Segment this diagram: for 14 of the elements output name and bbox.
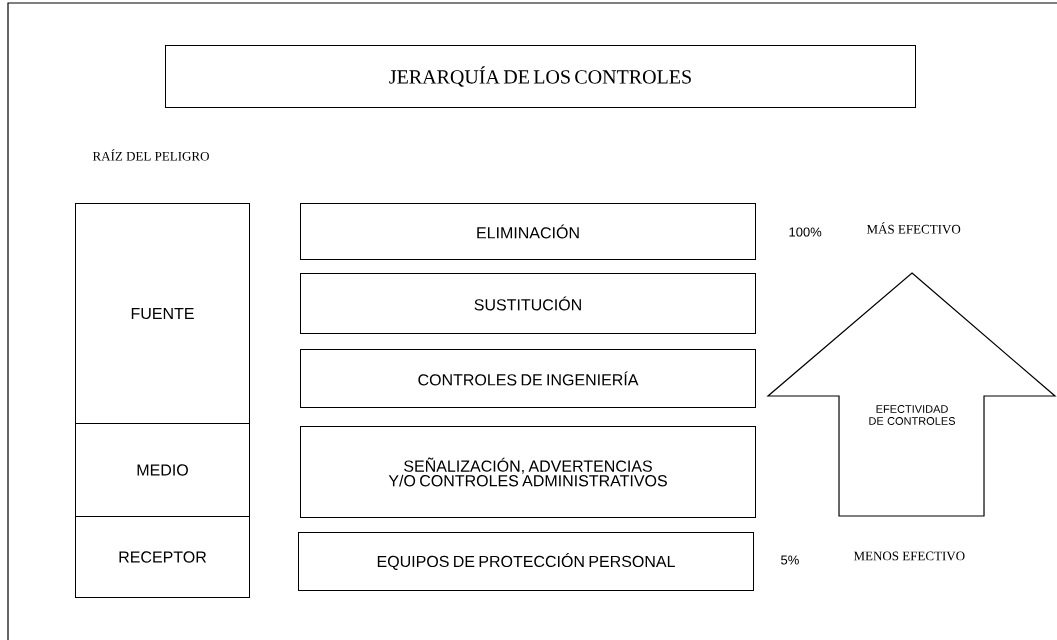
note-label: MENOS EFECTIVO — [853, 551, 965, 561]
control-box: EQUIPOS DE PROTECCIÓN PERSONAL — [298, 532, 754, 591]
control-box: SUSTITUCIÓN — [300, 273, 756, 334]
note-label: 5% — [781, 555, 799, 565]
title-box: JERARQUÍA DE LOS CONTROLES — [165, 45, 916, 108]
note-label: RAÍZ DEL PELIGRO — [92, 149, 209, 161]
control-box: SEÑALIZACIÓN, ADVERTENCIAS Y/O CONTROLES ADMINISTRATIVOS — [300, 426, 756, 518]
note-label: 100% — [789, 227, 822, 237]
column-box: RECEPTOR — [75, 516, 250, 598]
control-box: ELIMINACIÓN — [300, 203, 756, 260]
column-box: MEDIO — [75, 423, 250, 517]
note-label: MÁS EFECTIVO — [866, 222, 961, 234]
column-box: FUENTE — [75, 203, 250, 424]
control-box: CONTROLES DE INGENIERÍA — [300, 349, 756, 408]
